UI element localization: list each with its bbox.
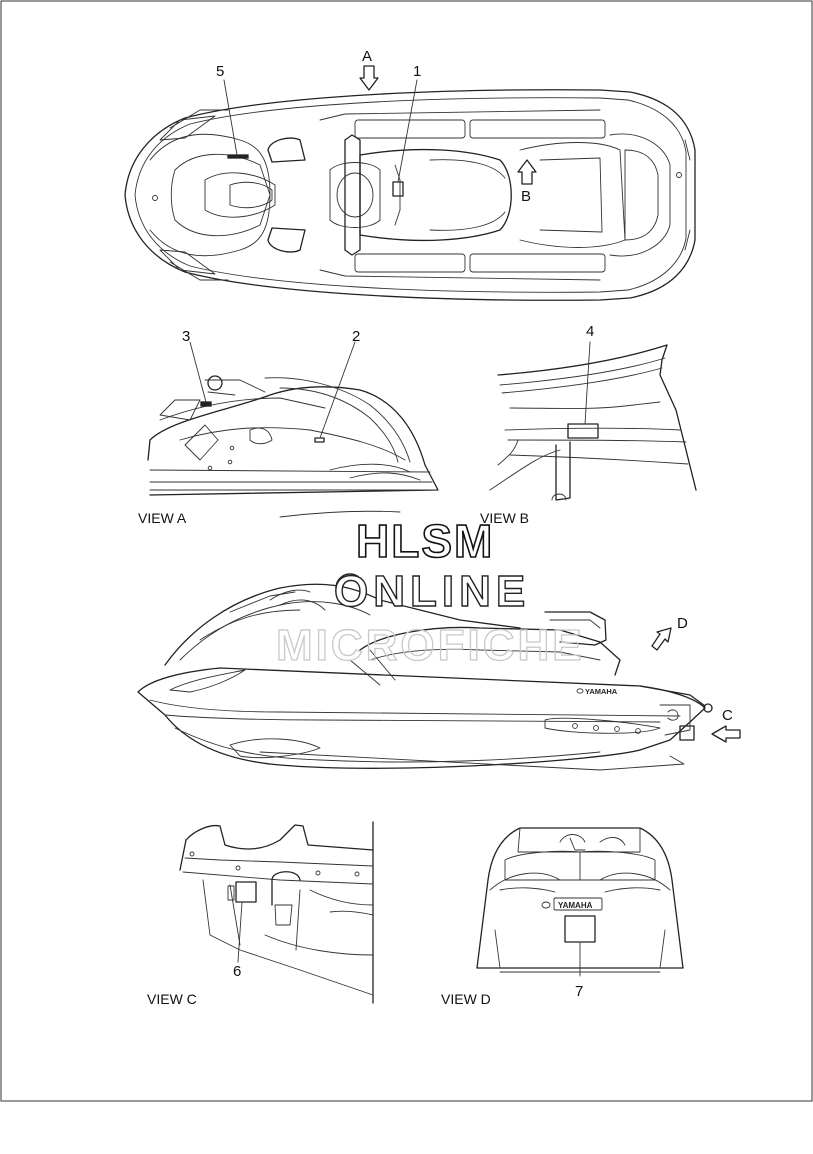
view-d-arrow: D	[651, 615, 688, 651]
view-b-drawing	[489, 341, 697, 501]
callout-2: 2	[352, 328, 360, 345]
label-part-6-marker	[235, 881, 257, 903]
label-part-7-marker	[564, 915, 596, 943]
watermark-line-1: HLSM	[356, 515, 494, 567]
view-c-label: VIEW C	[147, 991, 197, 1007]
view-a-label: VIEW A	[138, 510, 187, 526]
label-part-2-marker	[314, 437, 325, 443]
label-part-4-marker	[567, 423, 599, 439]
label-part-5-marker	[227, 154, 249, 159]
view-c-drawing	[179, 821, 374, 1004]
callout-6: 6	[233, 963, 241, 980]
view-c-arrow: C	[711, 707, 741, 743]
side-yamaha-logo: YAMAHA	[585, 687, 618, 696]
view-c-arrow-label: C	[722, 707, 733, 724]
callout-7: 7	[575, 983, 583, 1000]
view-b-label: VIEW B	[480, 510, 529, 526]
watermark-line-2: ONLINE	[334, 567, 530, 616]
page-border	[0, 0, 813, 1102]
callout-4: 4	[586, 323, 594, 340]
watermark-disc-icon	[335, 573, 365, 603]
watermark: HLSM ONLINE MICROFICHE	[275, 514, 585, 670]
view-a-arrow-label: A	[362, 48, 372, 65]
callout-3: 3	[182, 328, 190, 345]
side-view: YAMAHA	[137, 583, 713, 771]
view-d-label: VIEW D	[441, 991, 491, 1007]
watermark-line-3: MICROFICHE	[276, 621, 585, 670]
view-a-arrow: A	[359, 48, 379, 91]
label-part-1-marker	[392, 181, 404, 197]
callout-1: 1	[413, 63, 421, 80]
view-a-drawing	[147, 341, 439, 518]
view-b-arrow: B	[517, 159, 537, 205]
view-d-drawing: YAMAHA	[476, 827, 684, 977]
view-b-arrow-label: B	[521, 188, 531, 205]
view-d-arrow-label: D	[677, 615, 688, 632]
rear-yamaha-logo: YAMAHA	[558, 901, 593, 910]
top-view	[124, 79, 696, 301]
label-part-3-marker	[200, 401, 212, 407]
callout-5: 5	[216, 63, 224, 80]
